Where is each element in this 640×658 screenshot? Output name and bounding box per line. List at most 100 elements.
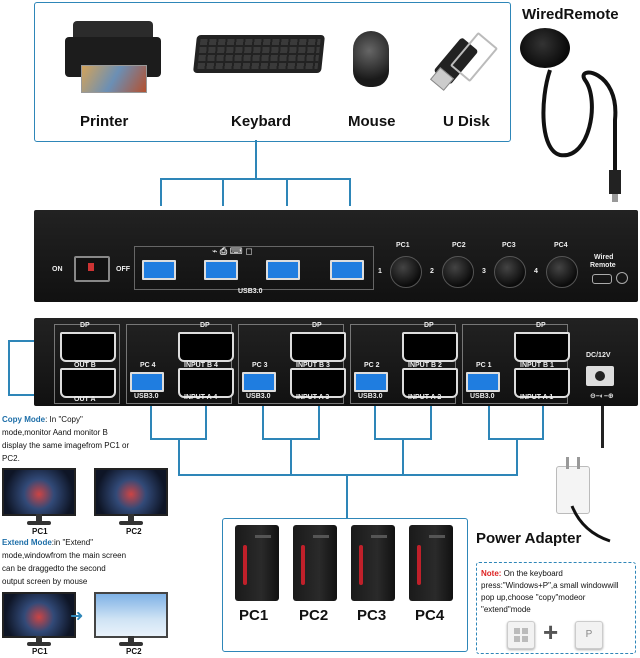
extend-monitor-2-stand <box>128 636 134 644</box>
input-b1-dp-port[interactable] <box>514 332 570 362</box>
dc-cable <box>601 406 604 448</box>
front-usb-port-4[interactable] <box>330 260 364 280</box>
pc3-switch-button[interactable] <box>494 256 526 288</box>
wired-remote-label: WiredRemote <box>522 6 619 23</box>
dc-power-port[interactable] <box>586 366 614 386</box>
dc-polarity-icon: ⊖–◐–⊕ <box>590 393 614 400</box>
copy-monitor-1-base <box>27 521 51 525</box>
input-a2-dp-port[interactable] <box>402 368 458 398</box>
note-title: Note: <box>481 569 502 578</box>
wired-remote-port[interactable] <box>592 274 612 284</box>
wire-g4-stem <box>178 440 180 476</box>
printer-icon <box>65 21 161 93</box>
extend-monitor-1-label: PC1 <box>32 647 48 656</box>
copy-mode-text-4: PC2. <box>2 454 20 463</box>
pc3-usb30-label: USB3.0 <box>246 393 271 400</box>
wire-pcs-trunk <box>346 474 348 518</box>
input-b4-dp-port[interactable] <box>178 332 234 362</box>
note-text: Note: On the keyboard press:"Windows+P",… <box>481 568 633 616</box>
wire-top-bar <box>160 178 350 180</box>
extend-mode-text: Extend Mode:in "Extend" mode,windowfrom … <box>2 536 152 588</box>
wired-remote-cable <box>541 69 621 202</box>
copy-monitor-2-stand <box>128 514 134 522</box>
wire-out-bracket-top <box>8 340 34 342</box>
note-line-3: pop up,choose "copy"modeor <box>481 593 586 602</box>
pc4-switch-button[interactable] <box>546 256 578 288</box>
pc2-tower-icon <box>293 525 337 601</box>
input-b2-dp-label: DP <box>424 322 434 329</box>
wire-in3-right <box>318 406 320 440</box>
pc1-switch-button[interactable] <box>390 256 422 288</box>
wire-in2-bar <box>374 438 432 440</box>
pc4-usb-port[interactable] <box>130 372 164 392</box>
front-usb-port-2[interactable] <box>204 260 238 280</box>
copy-mode-text-1: : In "Copy" <box>45 415 83 424</box>
p-key-icon: P <box>575 621 603 649</box>
copy-monitor-2 <box>94 468 168 516</box>
input-a3-label: INPUT A 3 <box>296 394 330 401</box>
pc3-button-label: PC3 <box>502 242 516 249</box>
pc2-usb-label: PC 2 <box>364 362 380 369</box>
front-usb-port-1[interactable] <box>142 260 176 280</box>
wire-in1-left <box>488 406 490 440</box>
extend-mode-text-3: can be draggedto the second <box>2 564 106 573</box>
pc4-usb-label: PC 4 <box>140 362 156 369</box>
pc4-button-label: PC4 <box>554 242 568 249</box>
extend-monitor-2-base <box>119 642 143 646</box>
input-a2-label: INPUT A 2 <box>408 394 442 401</box>
wire-in1-right <box>542 406 544 440</box>
extend-mode-text-2: mode,windowfrom the main screen <box>2 551 127 560</box>
kvm-front-panel: ON OFF ⌁ ⎙ ⌨ ◻ USB3.0 PC1 PC2 PC3 PC4 1 … <box>34 210 638 302</box>
copy-monitor-1 <box>2 468 76 516</box>
input-group-4 <box>126 324 232 404</box>
copy-mode-text-2: mode,monitor Aand monitor B <box>2 428 108 437</box>
wire-in3-bar <box>262 438 320 440</box>
out-b-dp-port[interactable] <box>60 332 116 362</box>
pc2-usb-port[interactable] <box>354 372 388 392</box>
out-b-label: OUT B <box>74 362 96 369</box>
power-adapter-icon <box>556 457 590 514</box>
extend-monitor-1 <box>2 592 76 638</box>
pc2-switch-button[interactable] <box>442 256 474 288</box>
input-group-2 <box>350 324 456 404</box>
note-line-4: "extend"mode <box>481 605 531 614</box>
wire-top-d2 <box>222 178 224 206</box>
extend-mode-title: Extend Mode <box>2 538 52 547</box>
extend-monitor-2 <box>94 592 168 638</box>
input-b2-label: INPUT B 2 <box>408 362 442 369</box>
pc3-label: PC3 <box>357 607 387 624</box>
n2-label: 2 <box>430 268 434 275</box>
kvm-rear-panel: DP OUT B OUT A DP INPUT B 4 PC 4 USB3.0 … <box>34 318 638 406</box>
pc1-button-label: PC1 <box>396 242 410 249</box>
keyboard-label: Keybard <box>231 113 292 130</box>
input-b3-dp-port[interactable] <box>290 332 346 362</box>
peripherals-box: Printer Keybard Mouse U Disk <box>34 2 511 142</box>
pc3-usb-label: PC 3 <box>252 362 268 369</box>
front-usb-port-3[interactable] <box>266 260 300 280</box>
pc1-usb-port[interactable] <box>466 372 500 392</box>
pc1-tower-icon <box>235 525 279 601</box>
n1-label: 1 <box>378 268 382 275</box>
extend-monitor-1-base <box>27 642 51 646</box>
wired-remote-port-label-1: Wired <box>594 254 614 261</box>
out-a-dp-port[interactable] <box>60 368 116 398</box>
input-b2-dp-port[interactable] <box>402 332 458 362</box>
pc3-usb-port[interactable] <box>242 372 276 392</box>
input-a4-dp-port[interactable] <box>178 368 234 398</box>
power-switch[interactable] <box>74 256 110 282</box>
pc2-button-label: PC2 <box>452 242 466 249</box>
note-line-2: press:"Windows+P",a small windowwill <box>481 581 619 590</box>
copy-monitor-1-label: PC1 <box>32 527 48 536</box>
wire-top-d4 <box>349 178 351 206</box>
pc4-usb30-label: USB3.0 <box>134 393 159 400</box>
input-a1-dp-port[interactable] <box>514 368 570 398</box>
pc2-label: PC2 <box>299 607 329 624</box>
n3-label: 3 <box>482 268 486 275</box>
extend-monitor-2-label: PC2 <box>126 647 142 656</box>
power-off-label: OFF <box>116 266 130 273</box>
input-b1-dp-label: DP <box>536 322 546 329</box>
printer-label: Printer <box>80 113 129 130</box>
copy-monitor-2-base <box>119 521 143 525</box>
wire-out-bracket-bot <box>8 394 34 396</box>
input-a3-dp-port[interactable] <box>290 368 346 398</box>
